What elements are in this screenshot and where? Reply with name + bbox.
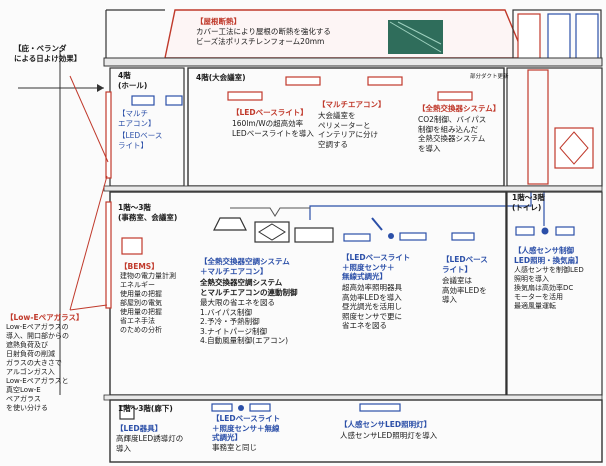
office-led-base-body: 会議室は 高効率LEDを 導入 bbox=[442, 276, 487, 304]
rooftop-equipment-frame bbox=[512, 9, 602, 66]
insulation-panel-image bbox=[388, 20, 443, 54]
lowe-title: 【Low-Eペアガラス】 bbox=[6, 313, 84, 322]
corridor-led-sensor-title: 【LEDベースライト ＋照度センサ＋無線 式調光】 bbox=[212, 414, 281, 442]
floor1-3-title: 1階～3階 (事務室、会議室) bbox=[118, 203, 178, 222]
office-led-sensor-body: 超高効率照明器具 高効率LEDを導入 昼光調光を活用し 照度センサで更に 省エネ… bbox=[342, 283, 402, 330]
corridor-motion-title: 【人感センサLED照明灯】 bbox=[340, 420, 432, 429]
rooftop-unit-red bbox=[517, 13, 541, 61]
corridor-led-body: 高輝度LED誘導灯の 導入 bbox=[116, 434, 184, 453]
office-hx-ac-title: 【全熱交換器空調システム ＋マルチエアコン】 bbox=[200, 257, 290, 276]
floor4-led-body: 160lm/Wの超高効率 LEDベースライトを導入 bbox=[232, 119, 314, 138]
toilet-title: 1階～3階 (トイレ) bbox=[512, 193, 545, 212]
roof-insulation-body: カバー工法により屋根の断熱を強化する ビーズ法ポリスチレンフォーム20mm bbox=[196, 27, 331, 46]
floor4-ac-title: 【マルチエアコン】 bbox=[318, 100, 386, 109]
corridor-motion-body: 人感センサLED照明灯を導入 bbox=[340, 431, 438, 440]
office-led-sensor-title: 【LEDベースライト ＋照度センサ＋ 無線式調光】 bbox=[342, 253, 411, 281]
roof-slab bbox=[103, 57, 603, 67]
floor4-shaft bbox=[506, 67, 603, 187]
roof-insulation-title: 【屋根断熱】 bbox=[196, 17, 241, 26]
window-column bbox=[105, 201, 112, 309]
toilet-item-title: 【人感センサ制御 LED照明・換気扇】 bbox=[514, 246, 583, 265]
bems-body: 建物の電力量計測 エネルギー 使用量の把握 部屋別の電気 使用量の把握 省エネ手… bbox=[120, 272, 176, 334]
floor4-hx-title: 【全熱交換器システム】 bbox=[418, 104, 501, 113]
corridor-title: 1階～3階(廊下) bbox=[118, 404, 173, 413]
bems-title: 【BEMS】 bbox=[120, 262, 159, 271]
floor4-hx-body: CO2制御、バイパス 制御を組み込んだ 全熱交換器システム を導入 bbox=[418, 115, 487, 153]
floor4-led-title: 【LEDベースライト】 bbox=[232, 108, 308, 117]
floor4-ac-body: 大会議室を ペリメーターと インテリアに分け 空調する bbox=[318, 111, 378, 149]
eaves-note: 【庇・ベランダ による日よけ効果】 bbox=[14, 44, 82, 63]
floor4-hall-multi-ac: 【マルチ エアコン】 bbox=[118, 109, 156, 128]
floor4-conference-title: 4階(大会議室) bbox=[196, 73, 246, 82]
lowe-body: Low-Eペアガラスの 導入、開口部からの 遮熱負荷及び 日射負荷の削減 ガラス… bbox=[6, 323, 69, 412]
floor4-hall-title: 4階 (ホール) bbox=[118, 71, 148, 90]
toilet-body: 人感センサを制御LED 照明を導入 換気扇は高効率DC モーターを活用 最適風量… bbox=[514, 266, 584, 310]
office-hx-ac-subtitle: 全熱交換器空調システム とマルチエアコンの連動制御 bbox=[200, 278, 298, 297]
corridor-led-sensor-body: 事務室と同じ bbox=[212, 443, 257, 452]
office-led-base-title: 【LEDベース ライト】 bbox=[442, 255, 488, 274]
floor4-hall-led: 【LEDベース ライト】 bbox=[118, 131, 163, 150]
rooftop-unit-blue-2 bbox=[575, 13, 599, 61]
rooftop-unit-blue-1 bbox=[547, 13, 571, 61]
corridor-led-title: 【LED器具】 bbox=[116, 424, 163, 433]
office-hx-ac-body: 最大限の省エネを図る 1.バイパス制御 2.予冷・予熱制御 3.ナイトパージ制御… bbox=[200, 298, 289, 345]
duct-note: 部分ダクト更新 bbox=[470, 74, 509, 80]
